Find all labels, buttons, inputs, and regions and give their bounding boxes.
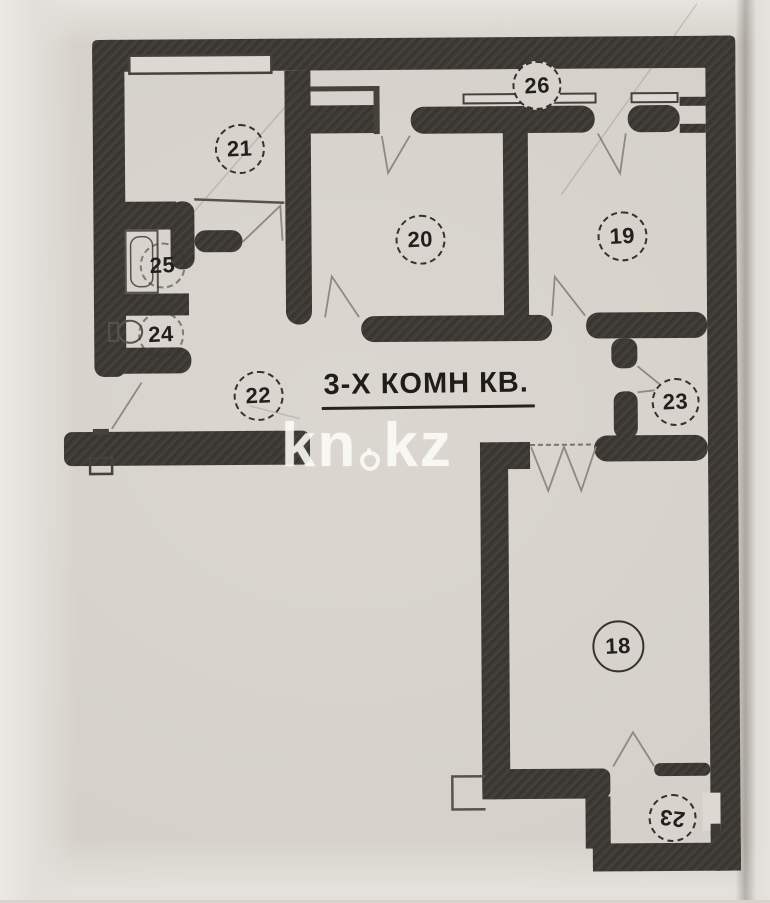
wall-room20-bottom (361, 315, 552, 342)
slab-step-bottom-left (452, 776, 485, 809)
room-label-21: 21 (215, 124, 265, 174)
room-label-26: 26 (512, 61, 561, 110)
balcony-right-window-bar (711, 824, 721, 837)
wall-room23-left-lower (614, 391, 638, 438)
room-label-22: 22 (233, 371, 283, 421)
wall-entrance (64, 431, 310, 467)
room-number: 23 (658, 804, 686, 833)
room-label-19: 19 (597, 211, 647, 261)
room-label-24: 24 (138, 311, 184, 357)
wall-room18-bottom (482, 768, 610, 799)
thin-wall-under-21 (194, 199, 284, 204)
room-number: 19 (609, 223, 636, 250)
wall-step-b (680, 124, 706, 133)
thin-wall-balcony26-left-h (310, 86, 376, 91)
wall-right (705, 36, 741, 871)
wall-divider-cap (286, 299, 312, 325)
door-swing-double-room18 (531, 447, 596, 491)
wall-balcony-top-right (654, 763, 710, 776)
door-swing-balcony-18 (613, 732, 654, 766)
room-number: 25 (149, 252, 176, 279)
door-swing-room19 (552, 277, 585, 316)
watermark-text-right: kz (383, 415, 452, 477)
door-swing-balcony-20 (382, 136, 410, 173)
room-label-25: 25 (140, 242, 186, 288)
window-bar-balcony26-left (411, 106, 595, 134)
wall-25-24 (107, 293, 189, 316)
window-bar-balcony26-right (628, 105, 680, 132)
watermark-text-left: kn (281, 415, 357, 477)
door-swing-balcony-19 (598, 133, 626, 173)
entrance-frame-notch (93, 429, 109, 435)
door-swing-entrance (112, 383, 142, 429)
room-number: 21 (227, 135, 254, 162)
door-swing-room21 (242, 206, 282, 242)
window-frame-26-right (632, 93, 678, 102)
room-label-20: 20 (395, 215, 445, 265)
room-label-23-balcony: 23 (648, 794, 696, 842)
room-number: 20 (407, 226, 434, 253)
wall-step-a (680, 97, 706, 106)
droplet-icon (360, 451, 380, 471)
wall-room19-bottom (586, 312, 707, 339)
wall-balcony-bottom (593, 843, 741, 872)
door-leaf-room25 (194, 230, 242, 252)
wall-under-room21 (106, 201, 176, 229)
wall-room23-left-upper (611, 338, 637, 368)
thin-wall-balcony26-left-v (373, 86, 379, 134)
window-room21 (129, 55, 271, 74)
room-number: 23 (662, 388, 689, 415)
room-number: 26 (524, 72, 551, 99)
wall-balcony-step (585, 796, 610, 848)
plan-title: 3-Х КОМН КВ. (321, 366, 535, 410)
room-number: 18 (605, 633, 632, 660)
door-swing-room20 (325, 276, 359, 317)
room-label-18: 18 (592, 620, 644, 672)
room-label-23: 23 (652, 378, 700, 426)
wall-room18-left (480, 449, 510, 799)
wall-room20-topleft (285, 105, 378, 134)
room-number: 24 (148, 321, 175, 348)
wall-corridor-bottom (594, 435, 708, 462)
wall-divider-20-19 (503, 132, 529, 339)
room-number: 22 (245, 382, 272, 409)
